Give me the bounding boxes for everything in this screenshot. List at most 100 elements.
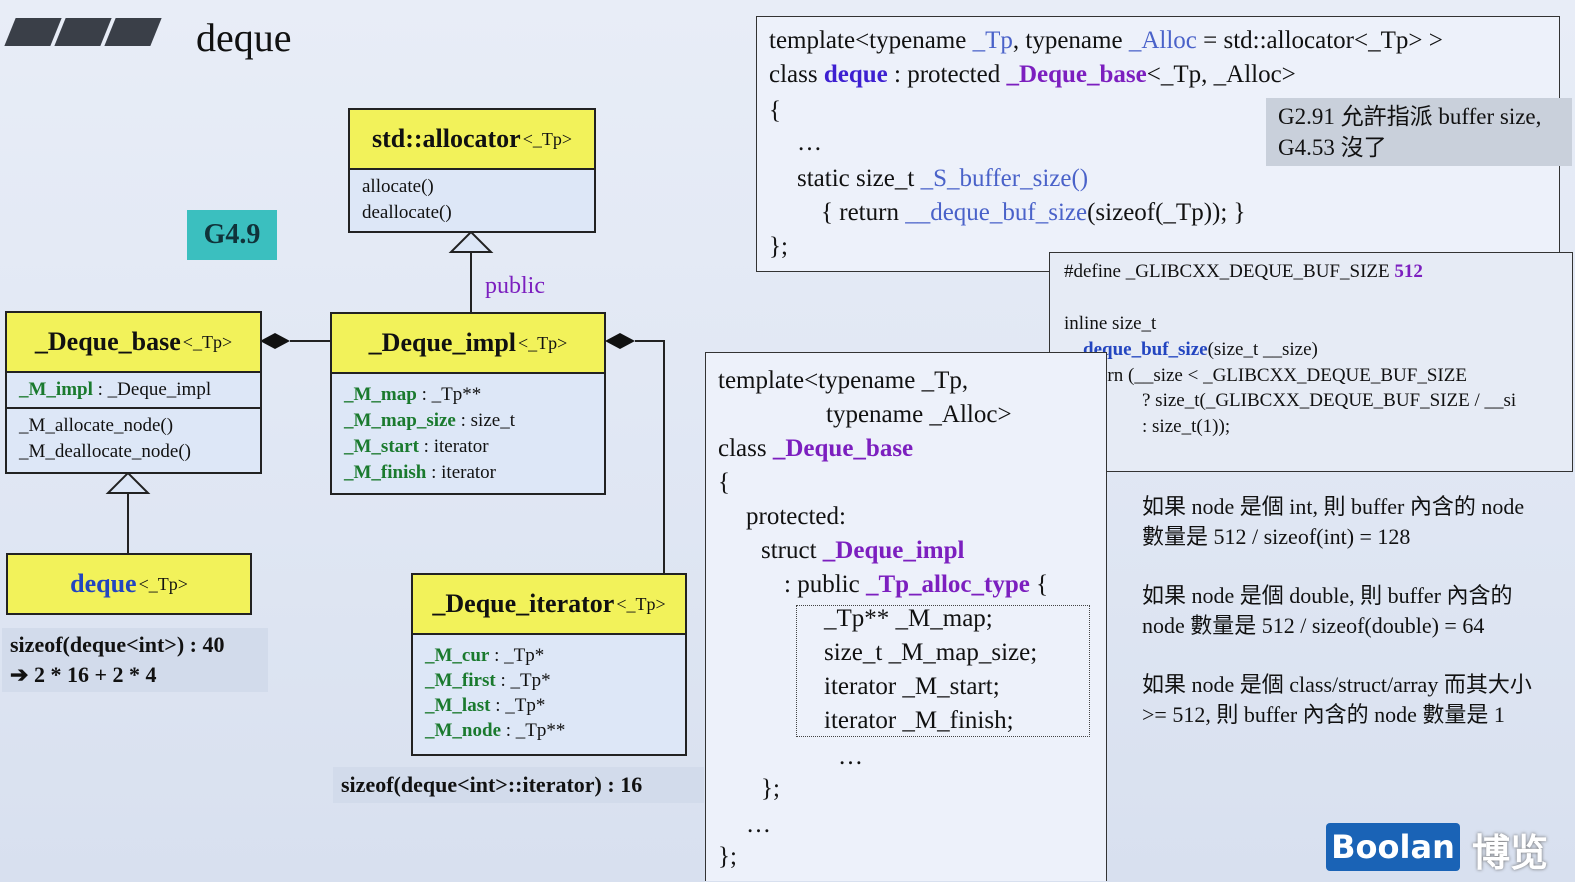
class-name: deque (70, 569, 137, 598)
class-header: std::allocator<_Tp> (350, 110, 594, 170)
code-text: : protected (887, 61, 1007, 88)
brand-logo-cn: 博览 (1472, 831, 1549, 875)
code-line: iterator _M_finish; (824, 707, 1014, 734)
field-row: _M_last : _Tp* (425, 693, 673, 718)
field-name: _M_finish (344, 462, 427, 483)
code-line: class deque : protected _Deque_base<_Tp,… (769, 61, 1296, 89)
note-line: node 數量是 512 / sizeof(double) = 64 (1142, 613, 1485, 638)
buffer-size-notes: 如果 node 是個 int, 則 buffer 內含的 node 數量是 51… (1142, 492, 1572, 730)
code-text: static size_t (797, 165, 921, 192)
field-name: _M_node (425, 720, 501, 741)
code-line: { return (__size < _GLIBCXX_DEQUE_BUF_SI… (1064, 365, 1467, 386)
uml-class-deque: deque<_Tp> (6, 553, 252, 615)
template-param: <_Tp> (616, 593, 666, 614)
code-line: ? size_t(_GLIBCXX_DEQUE_BUF_SIZE / __si (1142, 390, 1517, 411)
field-name: _M_map (344, 384, 417, 405)
code-line: #define _GLIBCXX_DEQUE_BUF_SIZE 512 (1064, 261, 1423, 283)
field-row: _M_cur : _Tp* (425, 643, 673, 668)
code-text: struct (761, 537, 823, 564)
brand-logo: Boolan (1326, 823, 1460, 871)
code-line: … (746, 811, 771, 838)
field-list: _M_impl : _Deque_impl (7, 373, 260, 409)
code-text: { return (821, 199, 906, 226)
class-header: _Deque_impl<_Tp> (332, 314, 604, 374)
code-text: <_Tp, _Alloc> (1146, 61, 1296, 88)
code-text: deque (823, 61, 888, 88)
code-text: class (769, 61, 824, 88)
code-text: : public (784, 571, 866, 598)
code-line: iterator _M_start; (824, 673, 1000, 700)
field-type: : size_t (455, 410, 515, 431)
field-list: _M_map : _Tp** _M_map_size : size_t _M_s… (332, 374, 604, 490)
note-spacer (1142, 552, 1572, 581)
code-text: _Deque_impl (822, 537, 965, 564)
compose-diamond-base (260, 333, 290, 349)
field-row: _M_node : _Tp** (425, 718, 673, 743)
code-line: : size_t(1)); (1142, 416, 1231, 437)
code-text: template<typename (769, 27, 973, 54)
method-deallocate-node: _M_deallocate_node() (19, 441, 191, 462)
code-text: #define _GLIBCXX_DEQUE_BUF_SIZE (1064, 261, 1395, 282)
inherit-triangle-deque (105, 471, 151, 494)
note-line: 如果 node 是個 double, 則 buffer 內含的 (1142, 583, 1513, 608)
template-param: <_Tp> (522, 128, 573, 149)
method-list: _M_allocate_node() _M_deallocate_node() (7, 409, 260, 469)
field-name: _M_first (425, 670, 496, 691)
sizeof-deque-note: sizeof(deque<int>) : 40 ➔ 2 * 16 + 2 * 4 (2, 628, 268, 692)
note-line: 如果 node 是個 class/struct/array 而其大小 (1142, 672, 1532, 697)
uml-class-deque-iterator: _Deque_iterator<_Tp> _M_cur : _Tp* _M_fi… (411, 573, 687, 756)
code-line: struct _Deque_impl (761, 537, 964, 565)
code-text: _Tp_alloc_type (865, 571, 1030, 598)
field-type: : _Tp* (495, 670, 551, 691)
code-text: = std::allocator<_Tp> > (1196, 27, 1443, 54)
code-line: { return __deque_buf_size(sizeof(_Tp)); … (821, 199, 1246, 227)
code-block-define: #define _GLIBCXX_DEQUE_BUF_SIZE 512 inli… (1049, 252, 1573, 472)
sizeof-deque: sizeof(deque<int>) : 40 (10, 632, 225, 657)
code-text: __deque_buf_size (905, 199, 1088, 226)
template-param: <_Tp> (182, 331, 233, 352)
field-type: : _Tp* (490, 695, 546, 716)
field-type: : _Tp** (416, 384, 482, 405)
field-type: : iterator (426, 462, 496, 483)
sizeof-iterator-note: sizeof(deque<int>::iterator) : 16 (333, 767, 704, 803)
field-row: _M_map : _Tp** (344, 382, 592, 408)
code-text: , typename (1012, 27, 1129, 54)
code-line: … (838, 743, 863, 770)
class-name: _Deque_iterator (432, 589, 615, 618)
field-list: _M_cur : _Tp* _M_first : _Tp* _M_last : … (413, 635, 685, 747)
code-text: (sizeof(_Tp)); } (1087, 199, 1246, 226)
method-deallocate: deallocate() (362, 202, 452, 223)
code-text: _Deque_base (772, 435, 914, 462)
inherit-triangle-allocator (448, 230, 494, 253)
code-line: template<typename _Tp, typename _Alloc =… (769, 27, 1443, 55)
impl-fields-frame (796, 605, 1090, 737)
code-text: _Tp (972, 27, 1013, 54)
field-row: _M_first : _Tp* (425, 668, 673, 693)
code-line: : public _Tp_alloc_type { (784, 571, 1048, 599)
field-row: _M_map_size : size_t (344, 408, 592, 434)
code-line: { (769, 97, 781, 124)
class-name: std::allocator (371, 124, 521, 153)
code-text: _Deque_base (1006, 61, 1147, 88)
sizeof-deque-calc-row: ➔ 2 * 16 + 2 * 4 (10, 660, 260, 690)
code-line: size_t _M_map_size; (824, 639, 1038, 666)
field-name: _M_last (425, 695, 491, 716)
method-allocate: allocate() (362, 176, 434, 197)
uml-class-deque-base: _Deque_base<_Tp> _M_impl : _Deque_impl _… (5, 311, 262, 474)
code-line: class _Deque_base (718, 435, 913, 463)
field-type: : _Tp** (501, 720, 566, 741)
field-type: : _Tp* (489, 645, 545, 666)
method-allocate-node: _M_allocate_node() (19, 415, 174, 436)
note-line: >= 512, 則 buffer 內含的 node 數量是 1 (1142, 702, 1505, 727)
class-header: _Deque_iterator<_Tp> (413, 575, 685, 635)
code-line: }; (769, 233, 788, 260)
compose-diamond-impl (605, 333, 635, 349)
class-header: deque<_Tp> (8, 555, 250, 613)
arrow-right-icon: ➔ (10, 662, 34, 687)
code-line: inline size_t (1064, 313, 1157, 334)
uml-class-deque-impl: _Deque_impl<_Tp> _M_map : _Tp** _M_map_s… (330, 312, 606, 495)
note-line: 如果 node 是個 int, 則 buffer 內含的 node (1142, 494, 1525, 519)
field-name: _M_map_size (344, 410, 456, 431)
class-name: _Deque_impl (368, 328, 517, 357)
